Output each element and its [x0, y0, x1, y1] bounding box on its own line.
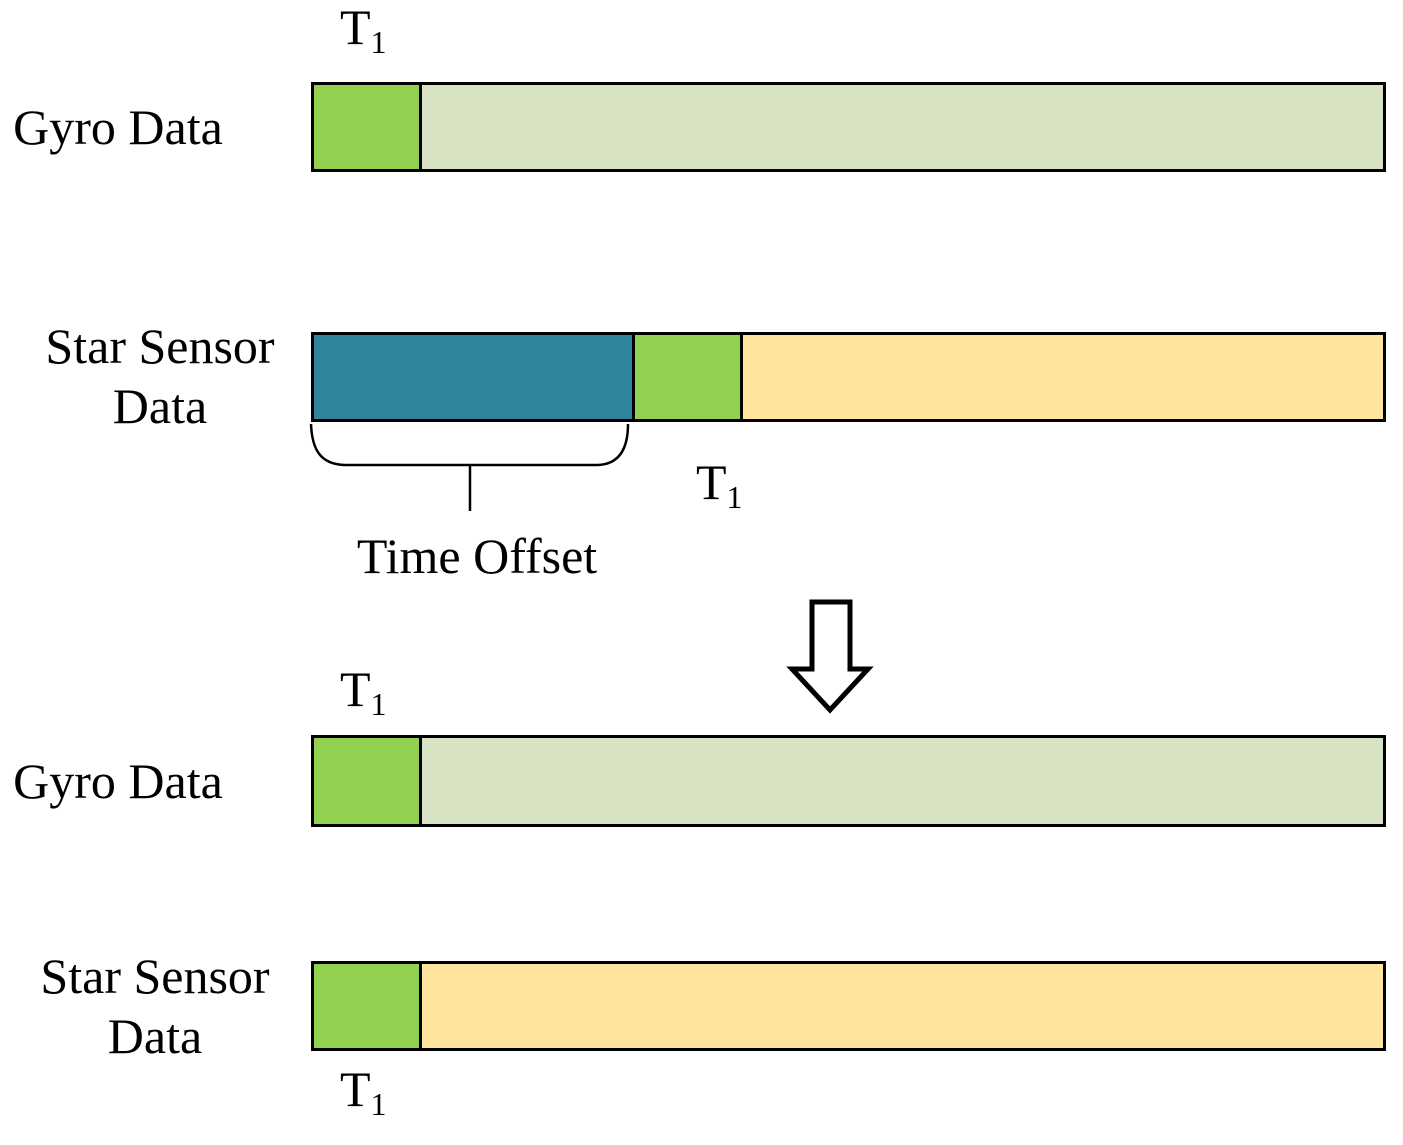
t1-subscript: 1	[370, 24, 387, 60]
star-before-data-stream-segment	[740, 335, 1383, 419]
t1-subscript: 1	[370, 1086, 387, 1122]
t1-subscript: 1	[370, 686, 387, 722]
gyro-data-label-after: Gyro Data	[13, 753, 223, 809]
star-sensor-bar-after	[311, 961, 1386, 1051]
t1-label-gyro-after: T1	[340, 661, 387, 720]
star-after-data-stream-segment	[419, 964, 1383, 1048]
t1-label-gyro-before: T1	[340, 0, 387, 58]
star-sensor-label-line2: Data	[112, 378, 208, 434]
gyro-before-t1-sample-segment	[314, 85, 419, 169]
star-sensor-bar-before	[311, 332, 1386, 422]
gyro-data-label-before: Gyro Data	[13, 99, 223, 155]
gyro-data-bar-after	[311, 735, 1386, 827]
star-sensor-label-after: Star Sensor Data	[40, 946, 269, 1066]
star-sensor-label-before: Star Sensor Data	[45, 316, 274, 436]
star-after-t1-sample-segment	[314, 964, 419, 1048]
t1-base: T	[340, 1061, 371, 1117]
t1-label-star-before: T1	[696, 454, 743, 513]
t1-base: T	[696, 454, 727, 510]
t1-base: T	[340, 0, 371, 55]
time-offset-brace	[309, 423, 630, 467]
star-sensor-label-line1: Star Sensor	[45, 318, 275, 374]
gyro-after-data-stream-segment	[419, 738, 1383, 824]
star-sensor-label-line1: Star Sensor	[40, 948, 270, 1004]
gyro-before-data-stream-segment	[419, 85, 1383, 169]
star-before-time-offset-segment	[314, 335, 632, 419]
time-offset-label: Time Offset	[356, 528, 598, 584]
t1-subscript: 1	[726, 479, 743, 515]
down-arrow-icon	[786, 599, 874, 714]
t1-base: T	[340, 661, 371, 717]
star-before-t1-sample-segment	[632, 335, 740, 419]
gyro-data-bar-before	[311, 82, 1386, 172]
gyro-after-t1-sample-segment	[314, 738, 419, 824]
star-sensor-label-line2: Data	[107, 1008, 203, 1064]
t1-label-star-after: T1	[340, 1061, 387, 1120]
